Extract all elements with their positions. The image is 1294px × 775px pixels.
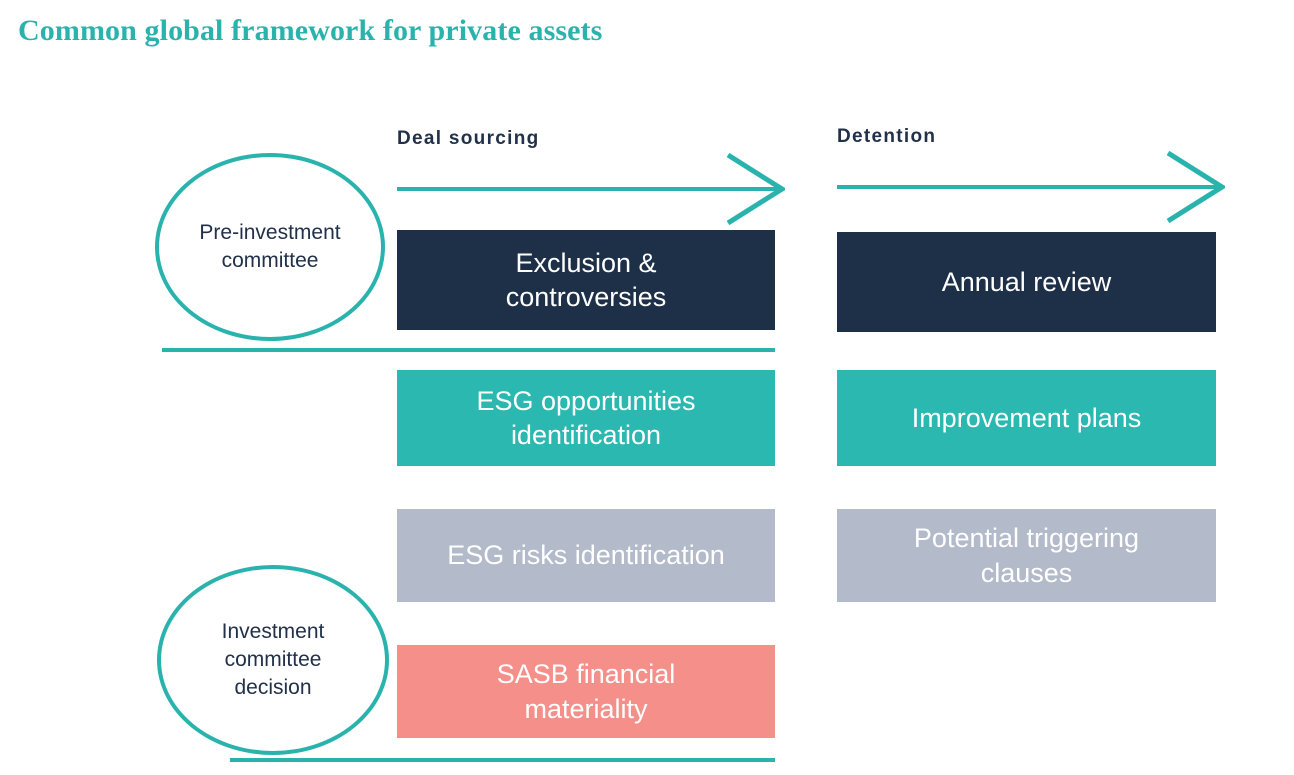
flow-box-esg-opportunities[interactable]: ESG opportunities identification [397, 370, 775, 466]
flow-box-label: Annual review [941, 266, 1112, 297]
right-arrow-icon-deal-sourcing [397, 152, 785, 226]
flow-box-label: ESG opportunities identification [476, 385, 696, 450]
right-arrow-icon-detention [837, 150, 1225, 224]
flow-box-esg-risks[interactable]: ESG risks identification [397, 509, 775, 602]
stage-circle-investment-decision: Investment committee decision [157, 565, 389, 755]
separator-line-top [162, 348, 775, 352]
flow-box-label: Improvement plans [911, 402, 1142, 433]
column-header-deal-sourcing: Deal sourcing [397, 128, 540, 149]
page-title: Common global framework for private asse… [18, 14, 603, 47]
flow-box-potential-triggering-clauses[interactable]: Potential triggering clauses [837, 509, 1216, 602]
stage-circle-label-pre-investment: Pre-investment committee [199, 221, 341, 272]
separator-line-bottom [230, 758, 775, 762]
flow-box-annual-review[interactable]: Annual review [837, 232, 1216, 332]
stage-circle-pre-investment: Pre-investment committee [155, 153, 385, 341]
stage-circle-label-investment-decision: Investment committee decision [221, 620, 325, 699]
flow-box-exclusion-controversies[interactable]: Exclusion & controversies [397, 230, 775, 330]
flow-box-label: Exclusion & controversies [505, 247, 667, 312]
flow-box-sasb-materiality[interactable]: SASB financial materiality [397, 645, 775, 738]
column-header-detention: Detention [837, 126, 937, 147]
flow-box-label: SASB financial materiality [496, 659, 676, 724]
flow-box-label: ESG risks identification [447, 540, 725, 571]
flow-box-improvement-plans[interactable]: Improvement plans [837, 370, 1216, 466]
flow-box-label: Potential triggering clauses [913, 523, 1140, 588]
